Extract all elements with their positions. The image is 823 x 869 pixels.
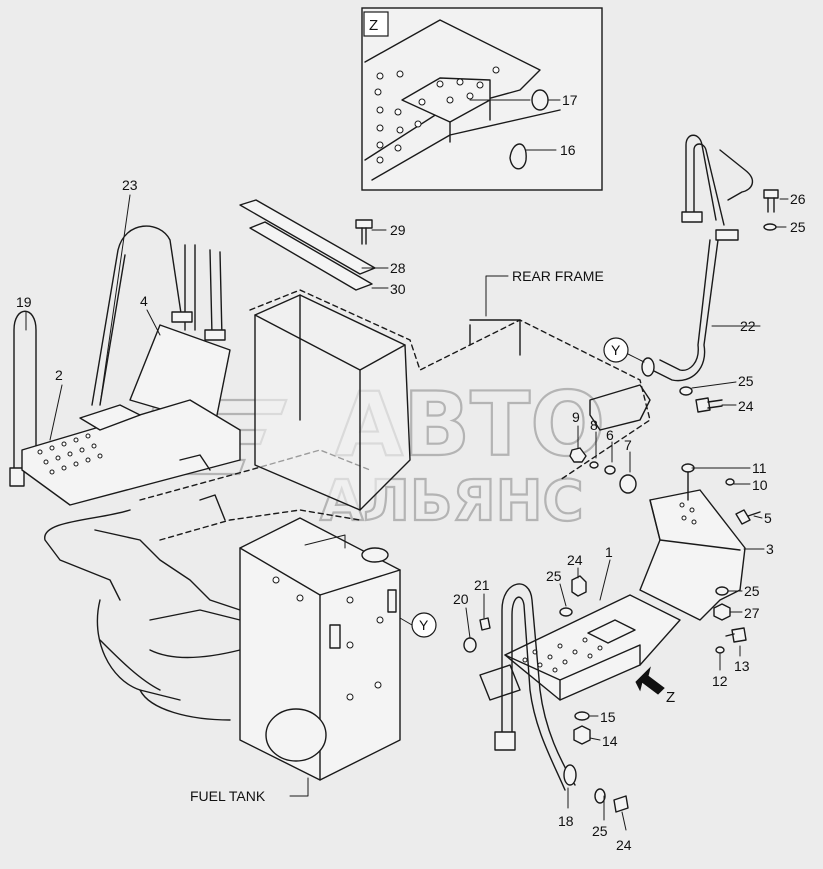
- callout-24-rail: 24: [738, 398, 754, 414]
- callout-4: 4: [140, 293, 148, 309]
- callout-22: 22: [740, 318, 756, 334]
- callout-11: 11: [752, 460, 767, 476]
- callout-6: 6: [606, 427, 614, 443]
- callout-28: 28: [390, 260, 406, 276]
- callout-18: 18: [558, 813, 574, 829]
- detail-view-id: Z: [369, 17, 378, 34]
- callout-9: 9: [572, 409, 580, 425]
- callout-8: 8: [590, 417, 598, 433]
- fuel-tank-cover: [265, 708, 327, 762]
- callout-3: 3: [766, 541, 774, 557]
- callout-25-bottom: 25: [592, 823, 608, 839]
- view-marker-y-right-label: Y: [611, 342, 621, 358]
- callout-29: 29: [390, 222, 406, 238]
- callout-2: 2: [55, 367, 63, 383]
- callout-15: 15: [600, 709, 616, 725]
- rear-frame-label: REAR FRAME: [512, 268, 604, 284]
- callout-labels: 17 16 29 28 30 23 4 2 19 26 25 22 25 24 …: [16, 92, 806, 853]
- left-step-assembly: [9, 225, 241, 506]
- callout-10: 10: [752, 477, 768, 493]
- view-direction-arrow-icon: [635, 666, 665, 695]
- callout-26: 26: [790, 191, 806, 207]
- callout-25-right: 25: [744, 583, 760, 599]
- callout-25-mid: 25: [546, 568, 562, 584]
- right-step-assembly: [639, 134, 754, 621]
- callout-1: 1: [605, 544, 613, 560]
- view-markers: Y Y Z: [399, 337, 675, 706]
- callout-12: 12: [712, 673, 728, 689]
- callout-17: 17: [562, 92, 578, 108]
- view-marker-y-right: [603, 337, 629, 363]
- callout-19: 19: [16, 294, 32, 310]
- callout-30: 30: [390, 281, 406, 297]
- callout-25-top: 25: [790, 219, 806, 235]
- fuel-cap: [361, 547, 389, 563]
- leader-lines: [25, 99, 789, 831]
- view-marker-y-left-label: Y: [419, 617, 429, 633]
- callout-20: 20: [453, 591, 469, 607]
- callout-16: 16: [560, 142, 576, 158]
- bushing-part: [531, 89, 549, 111]
- callout-7: 7: [624, 437, 632, 453]
- detail-view-z: Z: [361, 7, 603, 191]
- center-housing: [254, 294, 411, 511]
- detail-view-tag: [363, 11, 389, 37]
- fuel-tank-label: FUEL TANK: [190, 788, 266, 804]
- view-marker-z-label: Z: [666, 689, 675, 706]
- callout-21: 21: [474, 577, 490, 593]
- step-1: [479, 583, 681, 791]
- callout-5: 5: [764, 510, 772, 526]
- rear-frame: [44, 289, 651, 721]
- callout-24-bottom: 24: [616, 837, 632, 853]
- fuel-tank: [239, 517, 401, 781]
- callout-23: 23: [122, 177, 138, 193]
- callout-27: 27: [744, 605, 760, 621]
- callout-25-rail: 25: [738, 373, 754, 389]
- callout-24-mid: 24: [567, 552, 583, 568]
- callout-13: 13: [734, 658, 750, 674]
- callout-14: 14: [602, 733, 618, 749]
